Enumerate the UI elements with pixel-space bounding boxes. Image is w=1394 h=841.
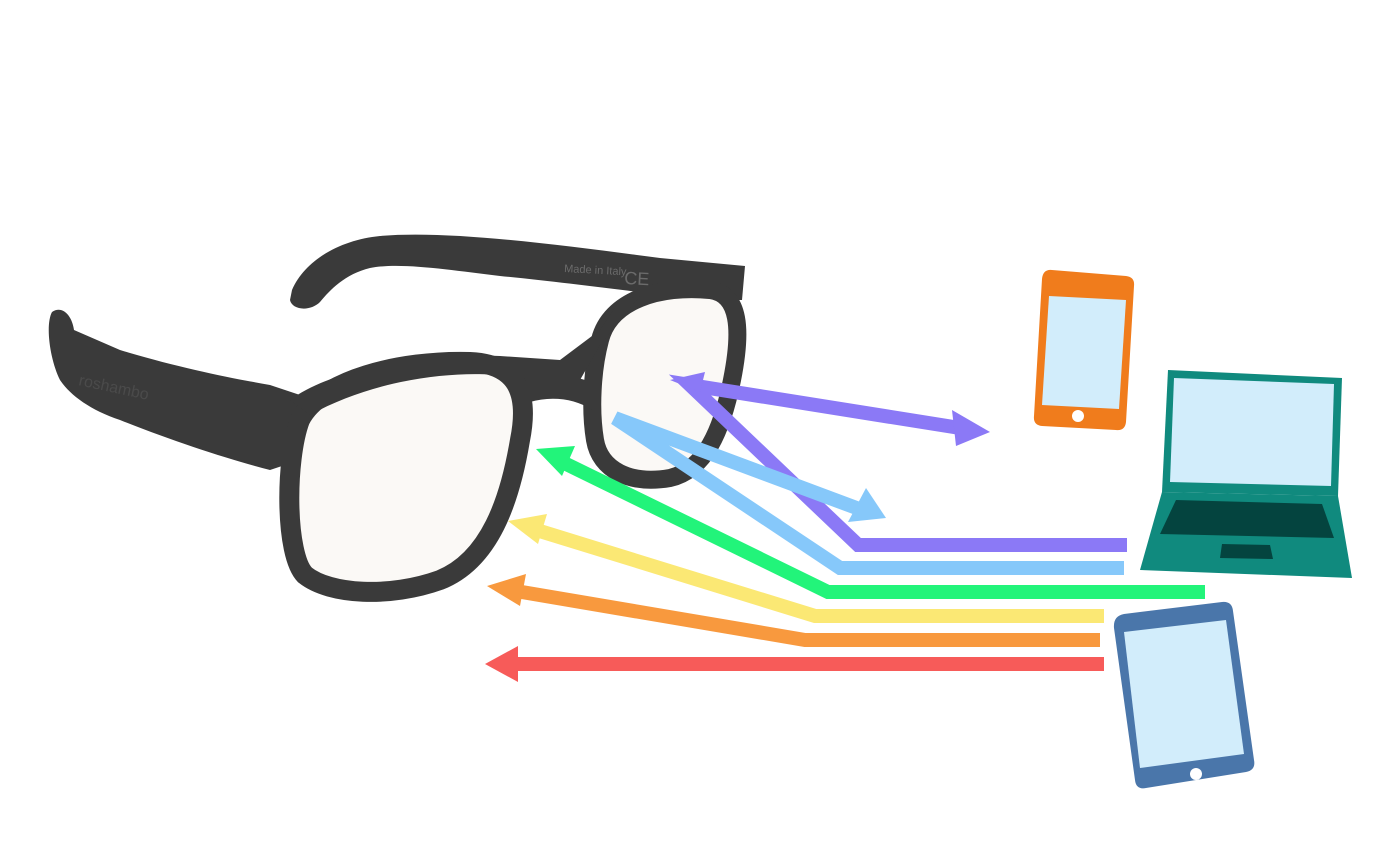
far-temple-arm xyxy=(290,234,745,309)
laptop-keyboard xyxy=(1160,500,1334,538)
violet-arrowhead xyxy=(952,410,990,446)
phone-screen xyxy=(1042,296,1126,409)
made-in-italy-text: Made in Italy xyxy=(564,263,627,278)
near-lens xyxy=(289,361,523,592)
glasses: Made in Italy CE roshambo xyxy=(48,234,747,602)
orange-arrowhead xyxy=(487,574,526,606)
light-rays xyxy=(485,372,1205,682)
violet-ray xyxy=(668,374,1127,552)
ce-mark: CE xyxy=(624,268,650,289)
yellow-arrowhead xyxy=(508,514,547,544)
phone-home-button xyxy=(1072,410,1084,422)
green-ray xyxy=(554,453,1205,599)
blue-ray xyxy=(611,411,1124,575)
tablet-icon xyxy=(1113,601,1255,789)
violet-tail xyxy=(670,372,705,392)
green-arrowhead xyxy=(536,446,575,476)
blue-arrowhead xyxy=(848,488,886,522)
tablet-home-button xyxy=(1190,768,1202,780)
laptop-icon xyxy=(1140,370,1352,578)
frame-brow xyxy=(290,296,640,415)
far-lens-rim xyxy=(583,280,747,489)
laptop-screen xyxy=(1170,378,1334,486)
laptop-trackpad xyxy=(1220,544,1273,559)
yellow-ray xyxy=(527,521,1104,623)
near-temple-arm xyxy=(48,309,300,470)
tablet-screen xyxy=(1124,620,1244,768)
red-arrowhead xyxy=(485,646,518,682)
smartphone-icon xyxy=(1033,269,1135,431)
orange-ray xyxy=(508,583,1100,647)
